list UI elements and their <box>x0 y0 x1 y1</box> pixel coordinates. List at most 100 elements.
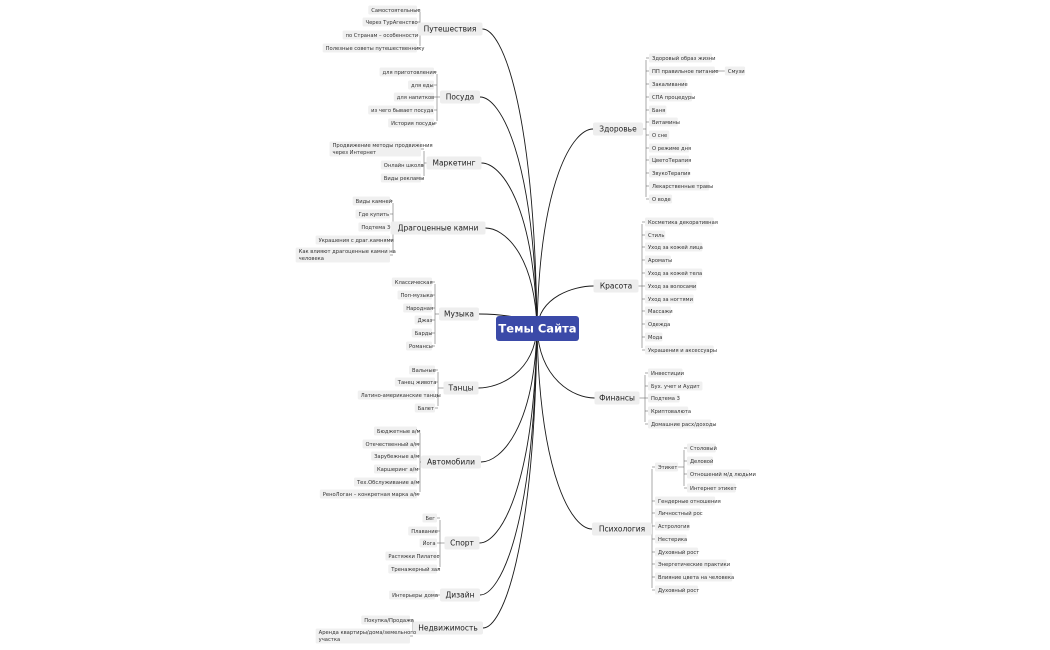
subtopic-left-3-0[interactable]: Виды камней <box>352 196 392 206</box>
etiquette-item-0[interactable]: Столовый <box>687 443 717 453</box>
subtopic-right-3-2[interactable]: Астрология <box>655 521 690 531</box>
subtopic-right-0-9[interactable]: ЗвукоТерапия <box>649 168 690 178</box>
subtopic-left-6-3[interactable]: Каршеринг а/м <box>373 464 418 474</box>
main-topic-right-3[interactable]: Психология <box>592 522 652 536</box>
subtopic-left-4-1[interactable]: Поп-музыка <box>397 290 434 300</box>
subtopic-left-7-2[interactable]: Йога <box>419 538 437 548</box>
subtopic-right-1-4[interactable]: Уход за кожей тела <box>645 268 703 278</box>
subtopic-etiquette[interactable]: Этикет <box>655 462 679 472</box>
subtopic-left-7-0[interactable]: Бег <box>422 513 437 523</box>
central-topic[interactable]: Темы Сайта <box>496 316 579 341</box>
leaf-box <box>329 141 421 157</box>
main-topic-right-2[interactable]: Финансы <box>594 391 640 405</box>
subtopic-right-0-7[interactable]: О режиме дня <box>649 143 691 153</box>
etiquette-item-1[interactable]: Деловой <box>687 456 713 466</box>
subtopic-left-3-3[interactable]: Украшения с драг.камнями <box>315 235 394 245</box>
subtopic-right-3-1[interactable]: Личностный рос <box>655 508 703 518</box>
subtopic-left-1-0[interactable]: для приготовления <box>379 67 436 77</box>
main-topic-right-1[interactable]: Красота <box>593 279 639 293</box>
subtopic-right-3-3[interactable]: Нестерика <box>655 534 687 544</box>
subtopic-right-1-5[interactable]: Уход за волосами <box>645 281 697 291</box>
subtopic-left-1-4[interactable]: История посуды <box>388 118 436 128</box>
subtopic-extra-right-0[interactable]: Смузи <box>724 66 746 76</box>
subtopic-right-1-0[interactable]: Косметика декоративная <box>645 217 718 227</box>
subtopic-left-6-0[interactable]: Бюджетные а/м <box>373 426 421 436</box>
subtopic-left-4-4[interactable]: Барды <box>411 328 433 338</box>
main-topic-left-7[interactable]: Спорт <box>444 536 480 550</box>
subtopic-left-4-2[interactable]: Народная <box>403 303 433 313</box>
subtopic-left-6-1[interactable]: Отечественный а/м <box>362 439 420 449</box>
subtopic-right-2-3[interactable]: Криптовалюта <box>648 406 691 416</box>
main-topic-left-6[interactable]: Автомобили <box>421 455 481 469</box>
subtopic-right-3-6[interactable]: Влияние цвета на человека <box>655 572 734 582</box>
subtopic-right-2-0[interactable]: Инвестиции <box>648 368 684 378</box>
subtopic-left-0-2[interactable]: по Странам – особенности <box>342 30 419 40</box>
subtopic-left-3-1[interactable]: Где купить <box>355 209 391 219</box>
subtopic-right-2-2[interactable]: Подтема 3 <box>648 393 680 403</box>
main-topic-left-8[interactable]: Дизайн <box>440 588 480 602</box>
subtopic-left-7-4[interactable]: Тренажерный зал <box>388 564 440 574</box>
subtopic-left-2-1[interactable]: Онлайн школа <box>380 160 424 170</box>
subtopic-right-3-4[interactable]: Духовный рост <box>655 547 699 557</box>
main-topic-left-4[interactable]: Музыка <box>439 307 479 321</box>
subtopic-right-0-6[interactable]: О сне <box>649 130 670 140</box>
etiquette-item-2[interactable]: Отношений м/д людьми <box>687 469 756 479</box>
main-topic-left-3[interactable]: Драгоценные камни <box>390 221 486 235</box>
subtopic-left-0-3[interactable]: Полезные советы путешественнику <box>322 43 425 53</box>
subtopic-right-1-9[interactable]: Мода <box>645 332 662 342</box>
subtopic-right-1-10[interactable]: Украшения и аксессуары <box>645 345 717 355</box>
subtopic-left-7-1[interactable]: Плавание <box>408 526 438 536</box>
subtopic-right-0-4[interactable]: Баня <box>649 105 667 115</box>
etiquette-item-3[interactable]: Интернет этикет <box>687 483 737 493</box>
subtopic-left-3-2[interactable]: Подтема 3 <box>358 222 390 232</box>
subtopic-right-1-6[interactable]: Уход за ногтями <box>645 294 694 304</box>
subtopic-right-2-4[interactable]: Домашние расх/доходы <box>648 419 717 429</box>
subtopic-left-1-1[interactable]: для еды <box>408 80 434 90</box>
subtopic-left-5-0[interactable]: Вальные <box>409 365 436 375</box>
subtopic-right-0-8[interactable]: ЦветоТерапия <box>649 155 691 165</box>
subtopic-right-0-1[interactable]: ПП правильное питание <box>649 66 718 76</box>
main-topic-left-0[interactable]: Путешествия <box>417 22 483 36</box>
main-topic-right-0[interactable]: Здоровье <box>593 122 643 136</box>
subtopic-left-4-5[interactable]: Романсы <box>406 341 433 351</box>
subtopic-left-5-1[interactable]: Танец живота <box>394 377 437 387</box>
subtopic-left-5-2[interactable]: Латино-американские танцы <box>357 390 441 400</box>
subtopic-right-1-1[interactable]: Стиль <box>645 230 666 240</box>
subtopic-left-6-2[interactable]: Зарубежные а/м <box>371 451 419 461</box>
subtopic-right-0-2[interactable]: Закаливание <box>649 79 688 89</box>
subtopic-right-1-7[interactable]: Массажи <box>645 306 673 316</box>
main-topic-left-1[interactable]: Посуда <box>440 90 480 104</box>
subtopic-right-0-5[interactable]: Витамины <box>649 117 680 127</box>
subtopic-right-0-10[interactable]: Лекарственные травы <box>649 181 713 191</box>
subtopic-right-3-0[interactable]: Гендерные отношения <box>655 496 721 506</box>
subtopic-right-0-3[interactable]: СПА процедуры <box>649 92 695 102</box>
main-topic-left-2[interactable]: Маркетинг <box>426 156 482 170</box>
subtopic-right-1-8[interactable]: Одежда <box>645 319 670 329</box>
leaf-box <box>649 168 690 178</box>
subtopic-right-1-3[interactable]: Ароматы <box>645 255 672 265</box>
subtopic-left-2-2[interactable]: Виды рекламы <box>380 173 424 183</box>
subtopic-left-4-0[interactable]: Классическая <box>391 277 433 287</box>
subtopic-left-7-3[interactable]: Растяжки Пилатес <box>385 551 440 561</box>
subtopic-right-0-11[interactable]: О воде <box>649 194 673 204</box>
subtopic-left-5-3[interactable]: Балет <box>414 403 435 413</box>
main-topic-left-5[interactable]: Танцы <box>443 381 479 395</box>
subtopic-left-4-3[interactable]: Джаз <box>414 315 433 325</box>
main-topic-left-9[interactable]: Недвижимость <box>413 621 483 635</box>
subtopic-left-8-0[interactable]: Интерьеры дома <box>389 590 438 600</box>
subtopic-right-3-5[interactable]: Энергетические практики <box>655 559 730 569</box>
subtopic-right-1-2[interactable]: Уход за кожей лица <box>645 242 703 252</box>
subtopic-left-6-5[interactable]: РеноЛоган – конкретная марка а/м <box>319 489 419 499</box>
subtopic-right-0-0[interactable]: Здоровый образ жизни <box>649 53 716 63</box>
subtopic-left-0-1[interactable]: Через ТурАгенство <box>362 17 418 27</box>
subtopic-right-3-7[interactable]: Духовный рост <box>655 585 699 595</box>
subtopic-left-6-4[interactable]: Тех.Обслуживание а/м <box>354 477 419 487</box>
subtopic-left-1-3[interactable]: из чего бывает посуда <box>368 105 434 115</box>
subtopic-left-9-0[interactable]: Покупка/Продажа <box>361 615 414 625</box>
subtopic-left-1-2[interactable]: для напитков <box>393 92 434 102</box>
subtopic-left-0-0[interactable]: Самостоятельные <box>368 5 421 15</box>
subtopic-right-2-1[interactable]: Бух. учет и Аудит <box>648 381 703 391</box>
